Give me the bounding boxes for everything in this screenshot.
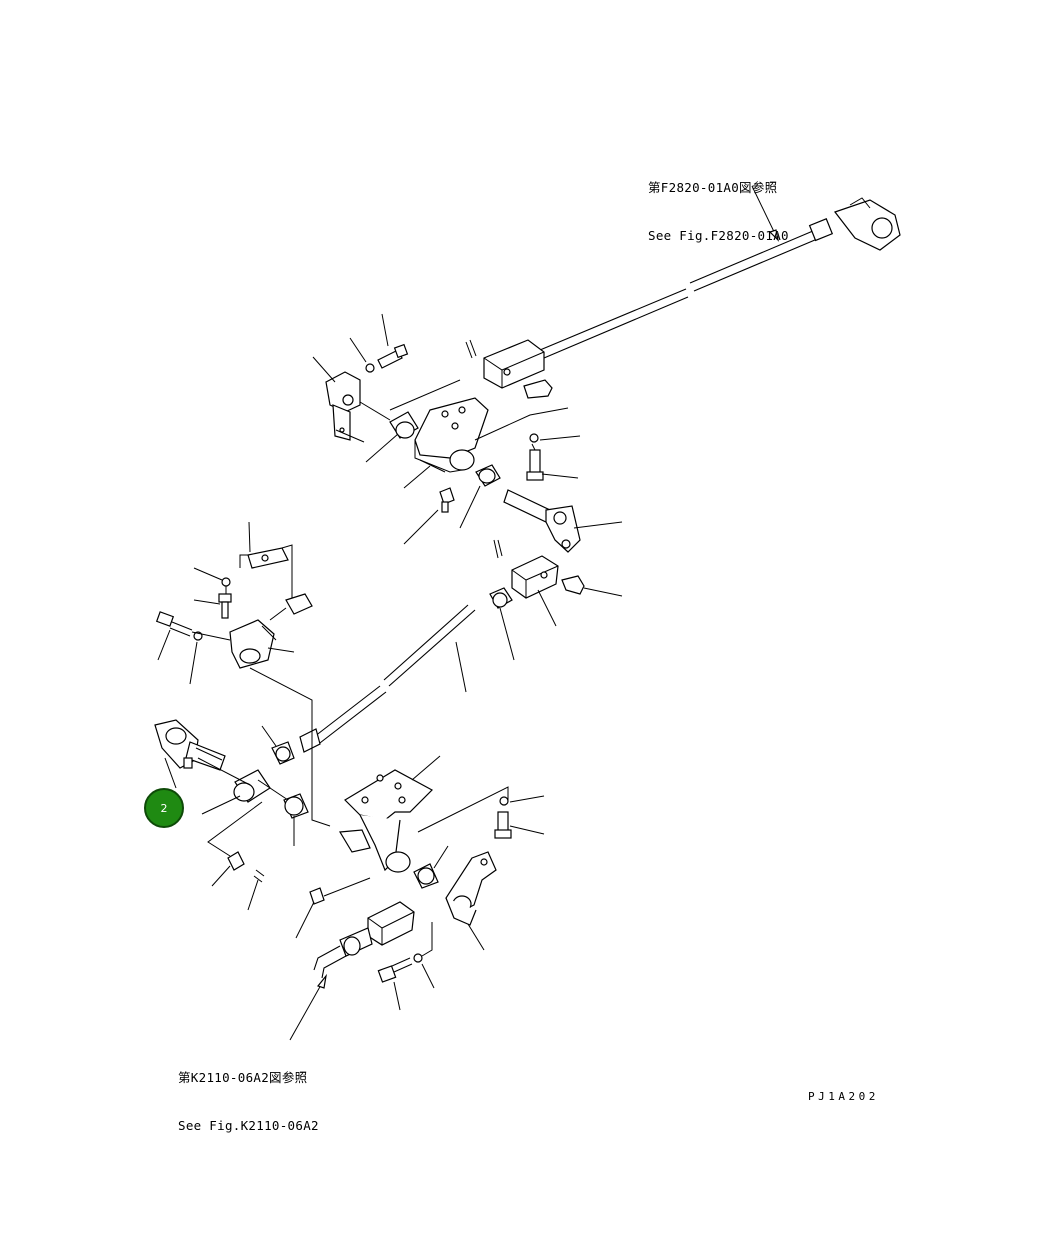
reference-top-line2: See Fig.F2820-01A0: [648, 228, 789, 243]
lower-clevis: [367, 901, 415, 946]
lower-lever-arm: [445, 851, 497, 926]
upper-lever-shaft: [503, 489, 581, 553]
bolt-sensor: [218, 593, 232, 619]
upper-bushing-left: [389, 411, 419, 439]
sensor-bracket: [239, 544, 293, 606]
arrow-bottom-ref: [316, 973, 327, 989]
drawing-code: PJ1A202: [808, 1090, 879, 1103]
washer-bottom: [413, 953, 423, 963]
rod-nut-upper: [489, 587, 513, 609]
sensor-connector: [269, 593, 313, 621]
cotter-pin-lower: [253, 869, 265, 883]
bolt-lower-right: [494, 811, 512, 839]
grease-fitting-upper: [439, 487, 455, 513]
upper-clamp: [325, 371, 361, 441]
leader-lines: [157, 313, 623, 1011]
upper-washer: [365, 363, 375, 373]
upper-bracket: [414, 397, 489, 473]
reference-top-line1: 第F2820-01A0図参照: [648, 180, 778, 195]
right-washer: [529, 433, 539, 443]
grease-fitting-left: [227, 851, 245, 871]
lower-lever: [154, 719, 226, 771]
grease-fitting-lower: [309, 887, 325, 905]
lower-bushing-left: [233, 769, 271, 803]
sensor-body: [229, 619, 277, 669]
bolt-left: [155, 611, 193, 637]
lower-bushing-right: [413, 863, 439, 889]
upper-clevis: [483, 339, 553, 399]
bolt-bottom: [377, 957, 413, 983]
reference-bottom-line1: 第K2110-06A2図参照: [178, 1070, 308, 1085]
reference-note-top: 第F2820-01A0図参照 See Fig.F2820-01A0: [648, 148, 789, 260]
part-callout-label: 2: [160, 801, 168, 815]
reference-bottom-line2: See Fig.K2110-06A2: [178, 1118, 319, 1133]
middle-rod: [299, 604, 476, 753]
rod-nut-lower: [271, 741, 295, 765]
arrow-top-ref: [768, 229, 779, 242]
clevis-pin-lower: [561, 575, 585, 595]
reference-note-bottom: 第K2110-06A2図参照 See Fig.K2110-06A2: [178, 1038, 319, 1150]
lower-bushing-mid: [283, 793, 309, 819]
right-bolt: [526, 449, 544, 481]
upper-bushing-right: [475, 464, 501, 487]
lower-rod-end: [313, 927, 373, 979]
upper-control-rod: [539, 197, 901, 359]
lower-clevis-block: [511, 555, 559, 599]
cotter-pin-mid: [493, 539, 503, 559]
lower-bracket: [338, 769, 433, 873]
part-callout-2[interactable]: 2: [144, 788, 184, 828]
upper-bolt: [377, 343, 409, 369]
washer-sensor: [221, 577, 231, 587]
cotter-pin-upper: [465, 339, 477, 359]
assembly-lines: [191, 379, 569, 957]
washer-lower-right: [499, 796, 509, 806]
